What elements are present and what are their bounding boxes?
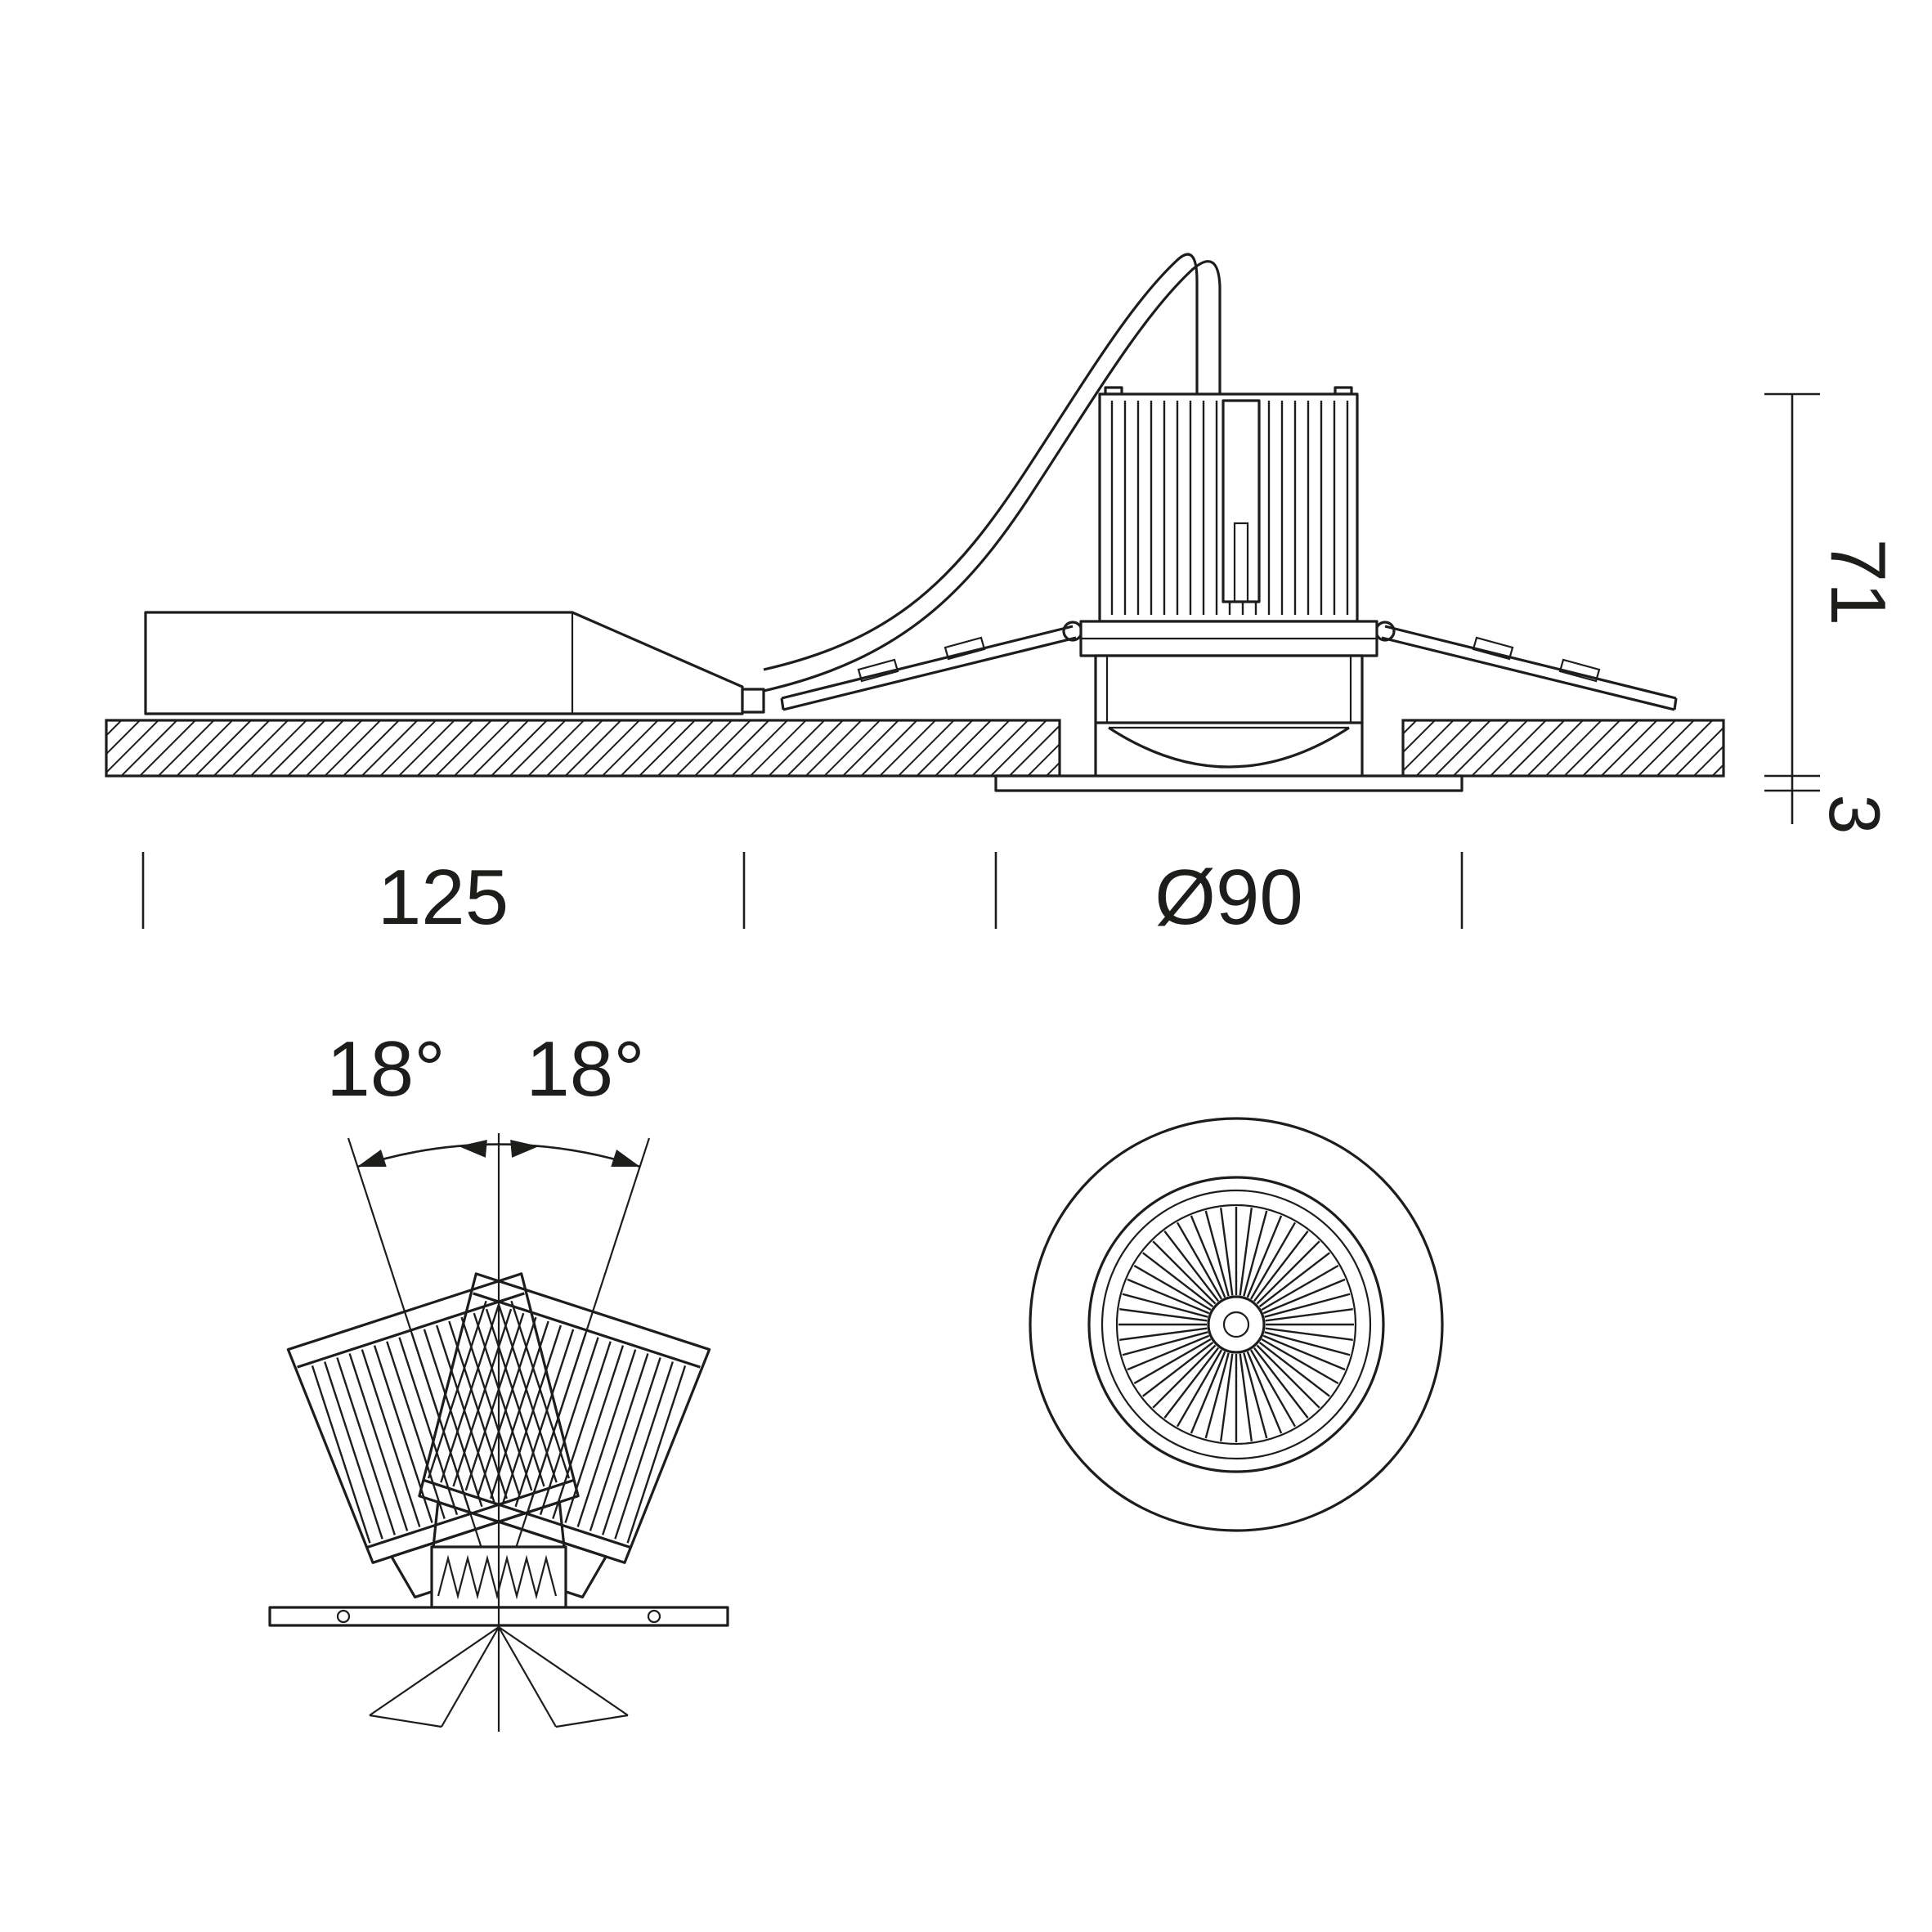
ceiling-section <box>105 719 1725 778</box>
bezel-inner-circle <box>1100 1189 1372 1460</box>
lamp-housing <box>1079 620 1378 724</box>
beam-lines <box>369 1626 629 1728</box>
front-view <box>1029 1117 1444 1532</box>
driver-box <box>144 611 765 715</box>
reflector-facets <box>1118 1207 1354 1442</box>
tilt-angle-left-label: 18° <box>326 1025 445 1113</box>
led-center-circle <box>1222 1311 1250 1338</box>
reflector-rim-circle <box>1115 1204 1357 1446</box>
arrow-right-inner <box>510 1137 540 1158</box>
dim-label-trim-height: 3 <box>1814 795 1895 835</box>
spring-clip-left <box>780 621 1083 711</box>
tilt-angle-right-label: 18° <box>526 1025 644 1113</box>
dimension-driver-width: 125 <box>141 852 746 941</box>
dimension-cutout-diameter: Ø90 <box>994 852 1464 941</box>
dim-label-cutout-diameter: Ø90 <box>1154 854 1302 941</box>
driver-cable <box>763 253 1222 693</box>
angle-dimension: 18° 18° <box>326 1025 645 1176</box>
lamp-heatsink <box>1098 386 1359 623</box>
dimension-height: 71 3 <box>1764 392 1902 835</box>
lens-dome <box>1094 723 1364 775</box>
trim-flange <box>994 774 1464 792</box>
outer-trim-circle <box>1029 1117 1444 1532</box>
tilt-view: 18° 18° <box>268 1025 729 1732</box>
dim-label-recessed-depth: 71 <box>1814 539 1902 626</box>
bezel-circle <box>1087 1176 1385 1473</box>
spring-clip-right <box>1374 621 1678 711</box>
led-hub-circle <box>1207 1295 1266 1354</box>
dim-label-driver-width: 125 <box>378 854 509 941</box>
arrow-left-inner <box>458 1137 487 1158</box>
side-view <box>105 253 1725 792</box>
